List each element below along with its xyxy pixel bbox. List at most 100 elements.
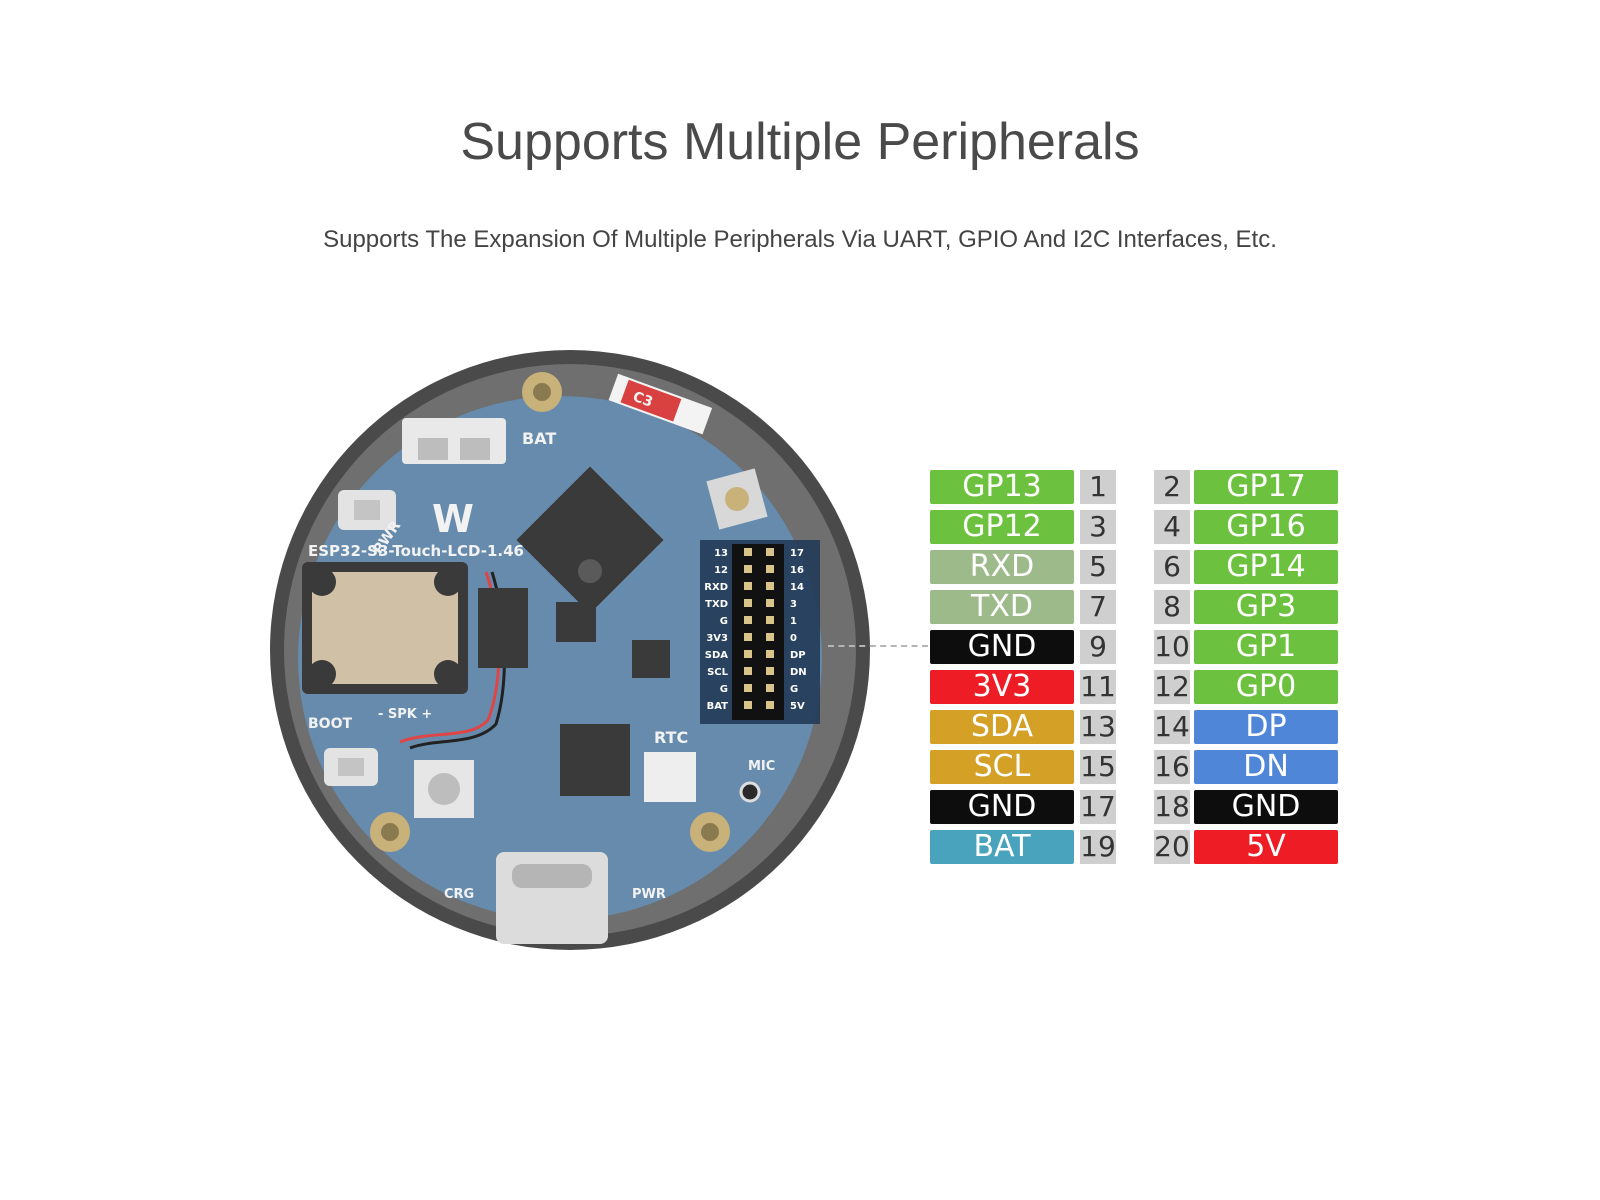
header-left-label: SCL	[707, 667, 729, 678]
pin-name-left: SDA	[930, 710, 1074, 744]
header-pin	[766, 565, 774, 573]
pin-number-left: 13	[1080, 710, 1116, 744]
mounting-holes	[370, 372, 730, 852]
pin-number-left: 1	[1080, 470, 1116, 504]
battery-connector	[402, 418, 506, 464]
header-right-label: 5V	[790, 701, 805, 712]
pin-number-left: 19	[1080, 830, 1116, 864]
page-title: Supports Multiple Peripherals	[460, 113, 1140, 171]
boot-button	[324, 748, 378, 786]
ic-small-3	[632, 640, 670, 678]
header-pin	[766, 633, 774, 641]
pin-name-left: 3V3	[930, 670, 1074, 704]
header-right-label: 0	[790, 633, 797, 644]
board-svg: BAT C3 PWR BOOT W ESP32-S3-Touch-	[270, 350, 870, 950]
leader-line	[828, 645, 928, 647]
pin-name-right: GP16	[1194, 510, 1338, 544]
svg-text:C3: C3	[631, 389, 655, 411]
header-pin	[744, 684, 752, 692]
pin-number-right: 12	[1154, 670, 1190, 704]
header-left-label: G	[720, 684, 728, 695]
header-left-label: RXD	[704, 582, 728, 593]
pin-name-right: GP3	[1194, 590, 1338, 624]
rtc-battery	[644, 752, 696, 802]
header-pin	[766, 650, 774, 658]
header-pin	[766, 599, 774, 607]
header-left-label: 13	[714, 548, 728, 559]
header-pin	[766, 548, 774, 556]
pin-number-left: 7	[1080, 590, 1116, 624]
header-right-label: DP	[790, 650, 806, 661]
pin-number-left: 3	[1080, 510, 1116, 544]
brand-logo: W	[432, 497, 474, 541]
pin-name-left: GND	[930, 790, 1074, 824]
header-pin	[766, 701, 774, 709]
pin-number-right: 16	[1154, 750, 1190, 784]
pwr-button	[338, 490, 396, 530]
ic-small-1	[478, 588, 528, 668]
header-pin	[744, 667, 752, 675]
header-pin	[744, 701, 752, 709]
header-right-label: 1	[790, 616, 797, 627]
header-right-label: 3	[790, 599, 797, 610]
pin-name-right: GP17	[1194, 470, 1338, 504]
pin-name-right: DN	[1194, 750, 1338, 784]
pin-number-right: 6	[1154, 550, 1190, 584]
board-illustration: BAT C3 PWR BOOT W ESP32-S3-Touch-	[260, 340, 880, 960]
header-right-label: G	[790, 684, 798, 695]
header-right-label: 16	[790, 565, 804, 576]
header-left-label: G	[720, 616, 728, 627]
mic-hole	[739, 781, 761, 803]
crg-label: CRG	[444, 887, 474, 902]
spk-label: - SPK +	[378, 707, 432, 722]
header-pin	[766, 684, 774, 692]
pin-name-left: GND	[930, 630, 1074, 664]
rtc-label: RTC	[654, 728, 688, 747]
pin-name-left: SCL	[930, 750, 1074, 784]
header-left-label: TXD	[705, 599, 728, 610]
pin-number-right: 2	[1154, 470, 1190, 504]
header-pin	[744, 548, 752, 556]
header-pin	[766, 616, 774, 624]
red-capacitor: C3	[608, 373, 713, 435]
ic-audio	[560, 724, 630, 796]
pin-name-right: GP14	[1194, 550, 1338, 584]
board-name-label: ESP32-S3-Touch-LCD-1.46	[308, 542, 524, 560]
pin-number-left: 9	[1080, 630, 1116, 664]
header-left-label: SDA	[705, 650, 729, 661]
header-pin	[744, 582, 752, 590]
pin-name-left: BAT	[930, 830, 1074, 864]
pin-number-left: 5	[1080, 550, 1116, 584]
header-pin	[744, 565, 752, 573]
mic-label: MIC	[748, 759, 775, 774]
ic-small-2	[556, 602, 596, 642]
pin-number-left: 17	[1080, 790, 1116, 824]
header-left-label: 3V3	[706, 633, 728, 644]
pin-number-right: 8	[1154, 590, 1190, 624]
header-pin	[744, 599, 752, 607]
header-pin	[766, 582, 774, 590]
header-right-label: 17	[790, 548, 804, 559]
header-pin	[766, 667, 774, 675]
antenna-connector	[706, 468, 768, 530]
pin-name-right: GP1	[1194, 630, 1338, 664]
pin-name-left: GP13	[930, 470, 1074, 504]
pin-name-right: GND	[1194, 790, 1338, 824]
pin-name-right: DP	[1194, 710, 1338, 744]
esp32-chip	[516, 466, 664, 614]
pin-number-right: 10	[1154, 630, 1190, 664]
pin-number-left: 11	[1080, 670, 1116, 704]
pwr-bottom-label: PWR	[632, 887, 666, 902]
pin-name-left: TXD	[930, 590, 1074, 624]
pin-name-right: GP0	[1194, 670, 1338, 704]
pin-number-right: 20	[1154, 830, 1190, 864]
header-right-label: DN	[790, 667, 807, 678]
header-left-label: 12	[714, 565, 728, 576]
pin-name-left: RXD	[930, 550, 1074, 584]
boot-label: BOOT	[308, 716, 352, 732]
pin-name-left: GP12	[930, 510, 1074, 544]
bat-label: BAT	[522, 429, 556, 448]
page-subtitle: Supports The Expansion Of Multiple Perip…	[323, 226, 1277, 253]
header-left-label: BAT	[707, 701, 729, 712]
